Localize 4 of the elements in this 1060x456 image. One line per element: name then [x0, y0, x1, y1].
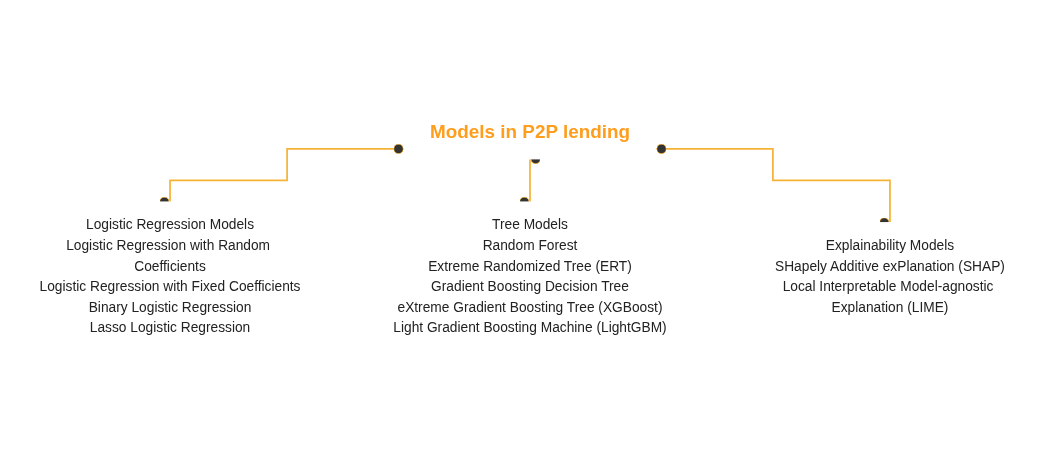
node-text: Logistic Regression Models Logistic Regression with Random Coefficients Logistic Regression with Fixed Coefficients Binary Logistic Regression Lasso Logistic Regression	[39, 217, 301, 335]
node-text: Tree Models Random Forest Extreme Randomized Tree (ERT) Gradient Boosting Decision Tree eXtreme Gradient Boosting Tree (XGBoost) Light Gradient Boosting Machine (LightGBM)	[393, 217, 667, 335]
node-text: Explainability Models SHapely Additive exPlanation (SHAP) Local Interpretable Model-agnostic Explanation (LIME)	[775, 237, 1005, 315]
node-text: Models in P2P lending	[429, 121, 631, 143]
